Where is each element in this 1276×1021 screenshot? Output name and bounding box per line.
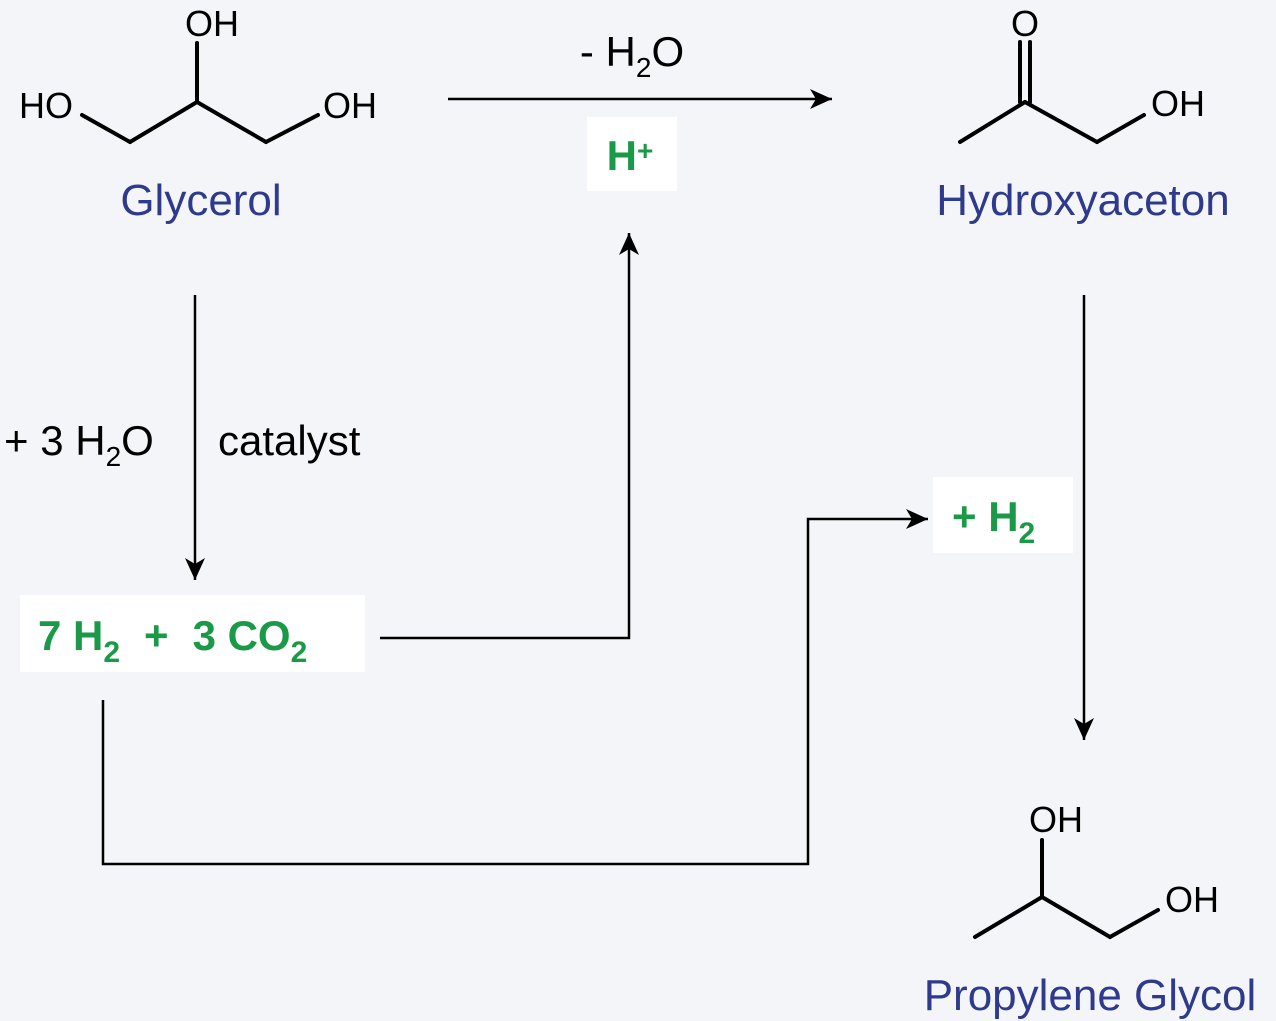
dehydration-label: - H2O [580, 28, 684, 83]
acid-catalyst-label: H+ [607, 132, 654, 179]
hydroxyaceton-oh: OH [1151, 83, 1205, 124]
hydroxyaceton-o: O [1011, 3, 1039, 44]
propylene-glycol-oh-top: OH [1029, 799, 1083, 840]
hydrogenation-label: + H2 [952, 493, 1035, 550]
acid-catalyst-box [587, 117, 677, 191]
glycerol-label: Glycerol [120, 176, 281, 225]
propylene-glycol-structure: OH OH [973, 799, 1219, 939]
h2-to-acid-connector [380, 233, 639, 640]
h2-to-hydrogenation-connector [101, 509, 928, 866]
products-label: 7 H2+3 CO2 [38, 612, 307, 669]
glycerol-structure: OH HO OH [19, 3, 377, 144]
glycerol-ho-left: HO [19, 85, 73, 126]
propylene-glycol-label: Propylene Glycol [924, 971, 1257, 1020]
propylene-glycol-oh-right: OH [1165, 879, 1219, 920]
hydrogenation-box [933, 477, 1073, 553]
reforming-water-label: + 3 H2O [4, 417, 154, 472]
glycerol-oh-right: OH [323, 85, 377, 126]
hydroxyaceton-structure: O OH [958, 3, 1205, 144]
products-box [20, 595, 365, 672]
reforming-catalyst-label: catalyst [218, 417, 361, 464]
hydroxyaceton-label: Hydroxyaceton [936, 176, 1229, 225]
glycerol-oh-top: OH [185, 3, 239, 44]
